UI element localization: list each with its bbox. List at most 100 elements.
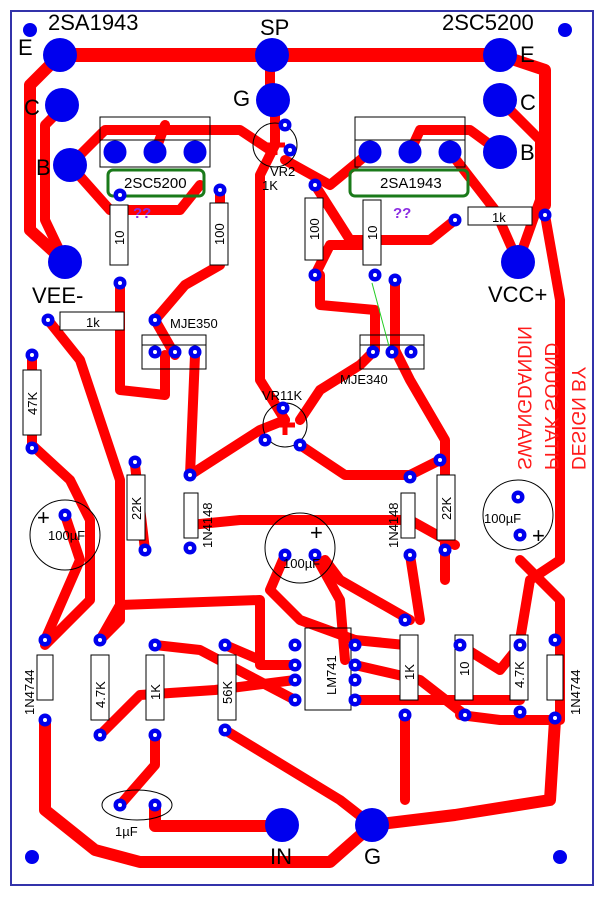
pad-b-left [53, 148, 87, 182]
credit-line3: SWANGDANDIN [513, 326, 534, 470]
small-pad-hole [408, 475, 412, 479]
component-outlines [22, 116, 564, 821]
small-pad-hole [353, 698, 357, 702]
small-pad-hole [43, 718, 47, 722]
small-pad-hole [218, 188, 222, 192]
small-pad-hole [353, 643, 357, 647]
label-c-right: C [520, 90, 536, 115]
green-wire [371, 282, 391, 351]
label-r-1k-b: 1K [148, 684, 163, 700]
small-pad-hole [313, 183, 317, 187]
resistor-4k7-left [90, 654, 110, 721]
small-pad-hole [313, 273, 317, 277]
small-pad-hole [353, 678, 357, 682]
small-pad-hole [443, 548, 447, 552]
resistor-100-right [304, 197, 324, 261]
resistor-47k [22, 369, 42, 436]
diode-1n4148-right [400, 492, 416, 539]
small-pad-hole [293, 698, 297, 702]
green-box-left [106, 168, 206, 198]
cap-100uf-mid [264, 512, 336, 584]
small-pad-hole [223, 728, 227, 732]
small-pad-hole [293, 678, 297, 682]
label-sp: SP [260, 15, 289, 40]
small-pads [25, 118, 562, 812]
small-pad-hole [283, 553, 287, 557]
pad-in [265, 808, 299, 842]
vr2-body [252, 122, 298, 168]
small-pad-hole [263, 438, 267, 442]
small-pad-hole [193, 350, 197, 354]
pad-b-right [483, 135, 517, 169]
credit-line2: PITAK SOUND [540, 343, 561, 470]
plus-mid: + [310, 520, 323, 545]
label-r-10-a: 10 [112, 231, 127, 245]
mje340-body [359, 334, 425, 370]
small-pad-hole [153, 318, 157, 322]
pad-vcc [501, 245, 535, 279]
label-d-1n4148-b: 1N4148 [386, 502, 401, 548]
diode-1n4148-left [183, 492, 199, 539]
label-vr2-val: 1K [262, 178, 278, 193]
resistor-22k-left [126, 474, 146, 541]
small-pad-hole [153, 733, 157, 737]
pad-c-left [45, 88, 79, 122]
label-z-left: 1N4744 [22, 669, 37, 715]
small-pad-hole [118, 281, 122, 285]
small-pad-hole [118, 193, 122, 197]
small-pad-hole [403, 618, 407, 622]
label-r-1k-c: 1K [402, 664, 417, 680]
small-pad-hole [288, 148, 292, 152]
small-pad-hole [153, 803, 157, 807]
label-e-left: E [18, 35, 33, 60]
resistor-1k-c [399, 634, 419, 701]
pad-sp [255, 38, 289, 72]
resistor-22k-right [436, 474, 456, 541]
label-2sc5200-top: 2SC5200 [442, 10, 534, 35]
label-r-47k: 47K [25, 392, 40, 415]
green-box-right [348, 168, 470, 198]
small-pad-hole [63, 513, 67, 517]
resistor-4k7-right [509, 634, 529, 701]
small-pad-hole [118, 803, 122, 807]
small-pad-hole [516, 495, 520, 499]
small-pad-hole [390, 350, 394, 354]
plus-left: + [37, 505, 50, 530]
small-pad-hole [188, 546, 192, 550]
mje350-body [141, 334, 207, 370]
pads [23, 23, 572, 864]
label-c-100uf-mid: 100µF [283, 556, 320, 571]
small-pad-hole [518, 533, 522, 537]
small-pad-hole [543, 213, 547, 217]
plus-right: + [532, 523, 545, 548]
small-pad-hole [409, 350, 413, 354]
small-pad-hole [373, 273, 377, 277]
small-pad-hole [223, 643, 227, 647]
label-vee: VEE- [32, 283, 83, 308]
small-pad-hole [133, 460, 137, 464]
cap-100uf-right [482, 479, 554, 551]
label-vr1: VR11K [262, 388, 303, 403]
pad-g-top [256, 83, 290, 117]
small-pad-hole [188, 473, 192, 477]
resistor-1k-left [59, 311, 125, 331]
pad-vee [48, 245, 82, 279]
label-qq-left: ?? [133, 205, 151, 222]
label-g-top: G [233, 86, 250, 111]
label-c-left: C [24, 95, 40, 120]
label-b-right: B [520, 140, 535, 165]
label-r-10-c: 10 [457, 662, 472, 676]
small-pad-hole [463, 713, 467, 717]
small-pad-hole [293, 663, 297, 667]
label-vcc: VCC+ [488, 282, 547, 307]
small-pad-hole [453, 218, 457, 222]
small-pad-hole [281, 406, 285, 410]
label-z-right: 1N4744 [568, 669, 583, 715]
label-r-4k7-a: 4.7K [93, 681, 108, 708]
small-pad-hole [43, 638, 47, 642]
cap-100uf-left [29, 499, 101, 571]
label-r-22k-b: 22K [439, 497, 454, 520]
q-right-body [354, 116, 466, 168]
zener-left [36, 654, 54, 701]
